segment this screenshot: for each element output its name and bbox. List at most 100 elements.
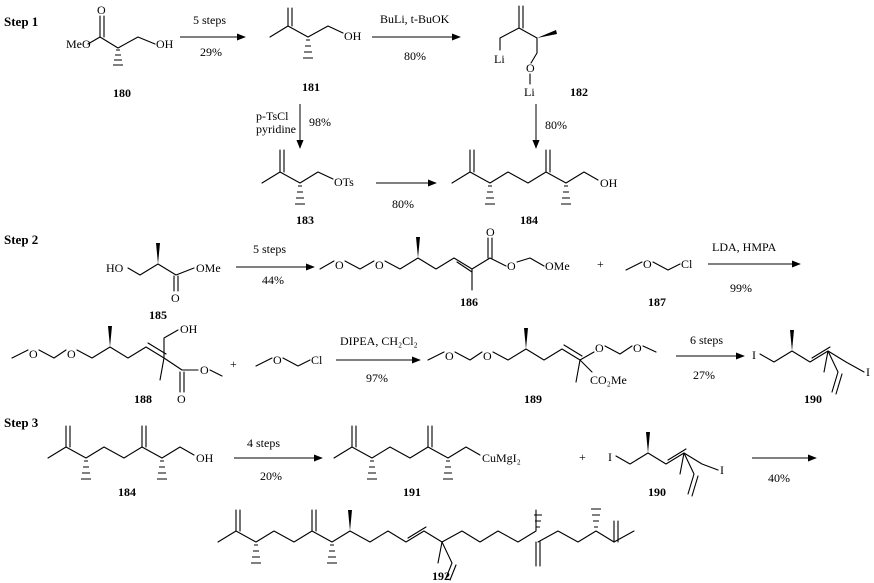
atom-label: OH <box>180 322 198 336</box>
condition-text: 44% <box>262 273 284 287</box>
atom-label: I <box>720 463 724 477</box>
plus-sign: + <box>579 450 586 464</box>
condition-text: LDA, HMPA <box>712 240 777 254</box>
compound-181-structure: OH <box>269 7 362 59</box>
compound-label-188: 188 <box>134 392 152 406</box>
hashed-bond <box>81 460 91 480</box>
condition-text: 29% <box>200 45 222 59</box>
hashed-bond <box>303 39 313 59</box>
condition-text: 97% <box>366 371 388 385</box>
atom-label: OTs <box>334 175 354 189</box>
atom-label: O <box>375 258 384 272</box>
compound-label-183: 183 <box>296 213 314 227</box>
atom-label: O <box>633 341 642 355</box>
atom-label: OMe <box>545 259 570 273</box>
hashed-bond <box>157 460 167 480</box>
compound-187-structure-repeat: O Cl <box>255 353 323 367</box>
atom-label: O <box>526 61 535 75</box>
compound-188-structure: O O OH O O <box>11 322 223 406</box>
atom-label: HO <box>106 261 124 275</box>
atom-label: O <box>643 257 652 271</box>
atom-label: MeO <box>66 37 91 51</box>
atom-label: O <box>483 349 492 363</box>
condition-text: pyridine <box>256 122 296 136</box>
plus-sign: + <box>597 257 604 271</box>
atom-label: OMe <box>196 261 221 275</box>
compound-label-185: 185 <box>149 308 167 322</box>
condition-text: DIPEA, CH₂Cl₂ <box>340 334 418 348</box>
compound-192-structure <box>217 508 635 581</box>
compound-label-180: 180 <box>113 86 131 100</box>
atom-label: O <box>486 225 495 239</box>
compound-190-structure-repeat: I I <box>608 432 724 497</box>
condition-text: 98% <box>309 115 331 129</box>
condition-text: 99% <box>730 281 752 295</box>
compound-187-structure: O Cl <box>625 257 693 271</box>
hashed-bond <box>367 460 377 480</box>
condition-text: 80% <box>404 49 426 63</box>
compound-182-structure: Li O Li <box>494 5 557 99</box>
atom-label: O <box>171 291 180 305</box>
compound-label-186: 186 <box>460 295 478 309</box>
atom-label: Li <box>494 52 505 66</box>
atom-label: O <box>200 363 209 377</box>
step-2-label: Step 2 <box>4 232 38 247</box>
compound-label-192: 192 <box>432 569 450 583</box>
atom-label: O <box>97 3 106 17</box>
compound-label-190-step3: 190 <box>648 485 666 499</box>
condition-text: 80% <box>392 197 414 211</box>
atom-label: Cl <box>681 257 693 271</box>
compound-label-191: 191 <box>403 485 421 499</box>
hashed-bond <box>327 544 337 564</box>
plus-sign: + <box>230 357 237 371</box>
hashed-bond <box>591 508 601 528</box>
atom-label: O <box>177 392 186 406</box>
compound-184-structure: OH <box>451 149 618 205</box>
compound-label-184: 184 <box>520 213 538 227</box>
atom-label: OH <box>156 37 174 51</box>
compound-190-structure: I I <box>752 330 870 395</box>
compound-191-structure: CuMgI₂ <box>333 425 521 480</box>
step-1-label: Step 1 <box>4 14 38 29</box>
atom-label: O <box>335 258 344 272</box>
atom-label: O <box>507 259 516 273</box>
compound-183-structure: OTs <box>261 149 354 205</box>
condition-text: BuLi, t-BuOK <box>380 12 450 26</box>
atom-label: I <box>608 450 612 464</box>
compound-label-181: 181 <box>302 80 320 94</box>
hashed-bond <box>561 185 571 205</box>
atom-label: O <box>445 349 454 363</box>
condition-text: 20% <box>260 469 282 483</box>
hashed-bond <box>485 185 495 205</box>
compound-184-structure-repeat: OH <box>47 425 214 480</box>
hashed-bond <box>295 185 305 205</box>
compound-label-190: 190 <box>804 392 822 406</box>
compound-185-structure: HO O OMe <box>106 243 221 305</box>
condition-text: 40% <box>768 471 790 485</box>
atom-label: OH <box>344 29 362 43</box>
atom-label: CO₂Me <box>590 373 627 387</box>
step-3-label: Step 3 <box>4 415 39 430</box>
atom-label: Li <box>524 85 535 99</box>
atom-label: O <box>29 347 38 361</box>
hashed-bond <box>251 544 261 564</box>
atom-label: Cl <box>311 353 323 367</box>
compound-180-structure: MeO O OH <box>66 3 174 66</box>
condition-text: 6 steps <box>690 333 723 347</box>
condition-text: 5 steps <box>253 242 286 256</box>
atom-label: CuMgI₂ <box>482 451 521 465</box>
atom-label: O <box>273 353 282 367</box>
atom-label: O <box>595 341 604 355</box>
hashed-bond <box>113 49 123 66</box>
compound-189-structure: O O O O CO₂Me <box>427 328 657 387</box>
condition-text: p-TsCl <box>256 109 289 123</box>
condition-text: 27% <box>693 368 715 382</box>
atom-label: I <box>866 365 870 379</box>
compound-label-189: 189 <box>524 392 542 406</box>
compound-186-structure: O O O O OMe <box>319 225 570 291</box>
compound-label-182: 182 <box>570 85 588 99</box>
condition-text: 80% <box>545 118 567 132</box>
condition-text: 4 steps <box>247 436 280 450</box>
hashed-bond <box>443 460 453 480</box>
atom-label: I <box>752 348 756 362</box>
